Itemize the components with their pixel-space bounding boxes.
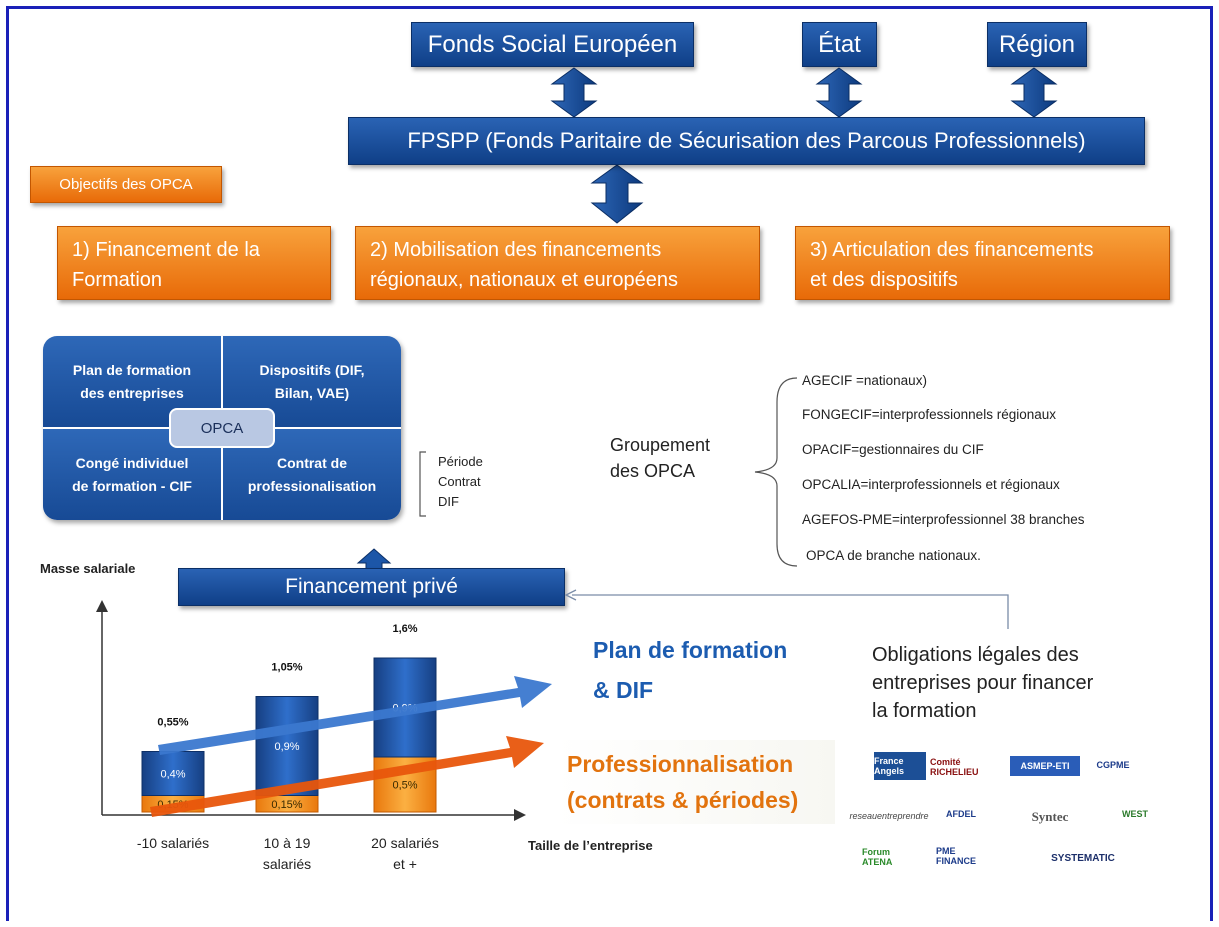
objectifs-label: Objectifs des OPCA [30,166,222,203]
y-axis-label: Masse salariale [40,561,136,576]
bar-total-label: 0,55% [157,717,188,729]
x-tick-label: 20 salariés [371,835,439,851]
x-tick-label: -10 salariés [137,835,209,851]
list-item: AGECIF =nationaux) [802,373,927,388]
bar-value-label: 0,15% [271,799,302,811]
bar-value-label: 0,4% [160,769,185,781]
list-item: OPCALIA=interprofessionnels et régionaux [802,477,1060,492]
obligations-connector [564,589,1009,629]
financement-prive-bar: Financement privé [178,568,565,606]
list-item: AGEFOS-PME=interprofessionnel 38 branche… [802,512,1085,527]
logo-richelieu: Comité RICHELIEU [930,757,979,777]
logo-systematic: SYSTEMATIC [1051,852,1115,864]
list-item: FONGECIF=interprofessionnels régionaux [802,407,1056,422]
bar-total-label: 1,6% [392,623,417,635]
box-etat: État [802,22,877,67]
x-tick-label: et + [393,856,417,872]
pro-trend-arrow [150,736,544,817]
logo-cgpme: CGPME [1096,760,1130,770]
double-arrows [550,67,1058,224]
x-tick-label: salariés [263,856,311,872]
x-axis-label: Taille de l’entreprise [528,838,653,853]
bar-value-label: 0,5% [392,780,417,792]
x-tick-label: 10 à 19 [264,835,311,851]
contrat-bracket [419,451,426,517]
list-item: OPACIF=gestionnaires du CIF [802,442,984,457]
up-arrow-icon [356,548,392,571]
box-region: Région [987,22,1087,67]
logo-asmep: ASMEP-ETI [1010,756,1080,776]
logo-reseau: reseauentreprendre [849,811,929,821]
groupement-brace [754,377,798,567]
logos-panel: France Angels Comité RICHELIEU ASMEP-ETI… [838,740,1160,882]
bar-segment [141,751,205,796]
bar-segment [255,696,319,796]
plan-legend: Plan de formation& DIF [593,637,788,703]
plan-trend-arrow [158,676,552,755]
logo-pme-finance: PME FINANCE [936,846,976,866]
list-item: OPCA de branche nationaux. [806,548,981,563]
fpspp-bar: FPSPP (Fonds Paritaire de Sécurisation d… [348,117,1145,165]
pro-legend: Professionnalisation(contrats & périodes… [555,740,835,824]
logo-west: WEST [1122,809,1148,819]
bar-total-label: 1,05% [271,662,302,674]
box-fse: Fonds Social Européen [411,22,694,67]
bar-value-label: 0,9% [274,741,299,753]
logo-atena: Forum ATENA [862,847,893,867]
groupement-list: AGECIF =nationaux) FONGECIF=interprofess… [802,373,1085,568]
logo-afdel: AFDEL [946,809,976,819]
opca-center: OPCA [169,408,275,448]
logo-syntec: Syntec [1031,809,1069,824]
double-arrow-icon [590,164,644,224]
logo-france-angels: France Angels [874,752,926,780]
